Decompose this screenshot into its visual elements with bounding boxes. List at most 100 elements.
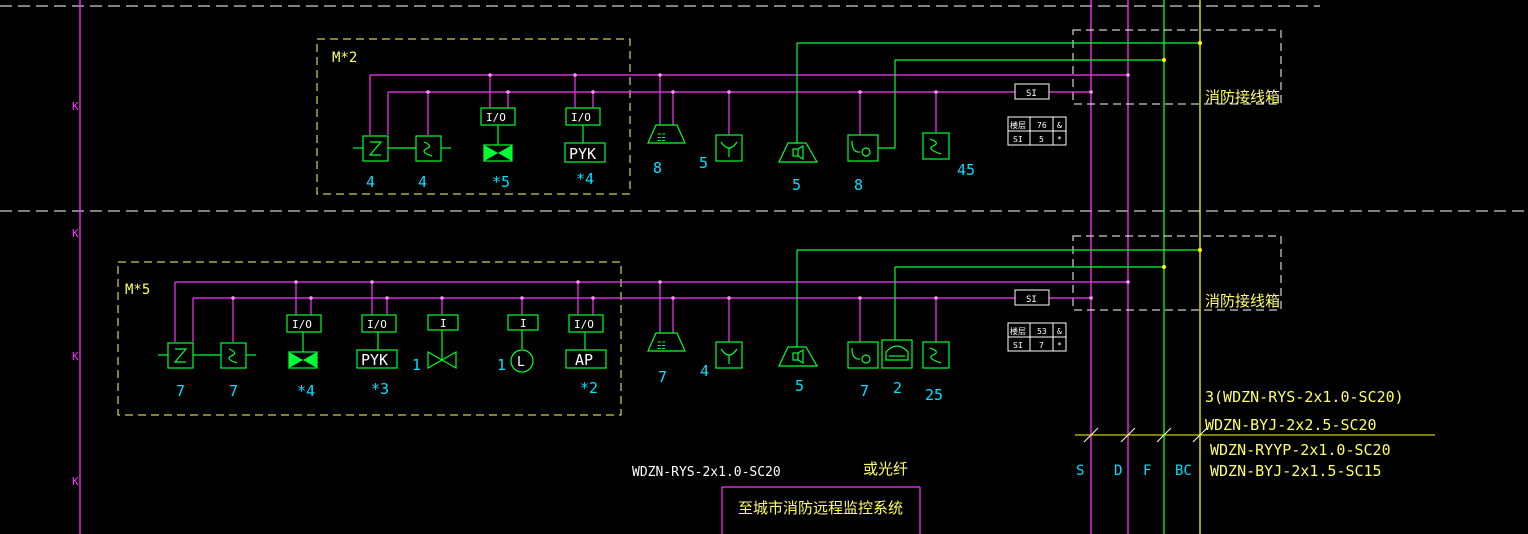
count-hydrant: 5 <box>699 154 708 172</box>
count-valve: *4 <box>297 382 315 400</box>
table-cell: 53 <box>1037 327 1047 336</box>
riser-mark: K <box>72 227 79 240</box>
input-module <box>507 314 539 331</box>
count-speaker: 5 <box>792 176 801 194</box>
cable-label-3: WDZN-RYYP-2x1.0-SC20 <box>1210 441 1391 459</box>
phone-jack-icon <box>847 341 879 369</box>
table-cell: & <box>1057 121 1062 130</box>
lower-floor: 消防接线箱 M*5 SI <box>117 235 1282 416</box>
floor-info-table <box>1007 116 1067 146</box>
svg-text:☷: ☷ <box>657 341 666 352</box>
table-cell: 76 <box>1037 121 1047 130</box>
si-label: SI <box>1026 89 1037 99</box>
count-smoke-a: 4 <box>366 173 375 191</box>
speaker-icon <box>778 142 819 163</box>
phone-jack-icon <box>847 134 879 162</box>
count-pyk: *4 <box>576 170 594 188</box>
module-group-label: M*5 <box>125 282 150 298</box>
count-flow-valve: 1 <box>412 356 421 374</box>
si-label: SI <box>1026 295 1037 305</box>
remote-cable-label: WDZN-RYS-2x1.0-SC20 <box>632 465 781 480</box>
count-fire-phone: 2 <box>893 379 902 397</box>
riser-mark: K <box>72 350 79 363</box>
count-heat: 25 <box>925 386 943 404</box>
flow-valve-icon <box>427 350 457 370</box>
count-smoke-b: 4 <box>418 173 427 191</box>
remote-destination-label: 至城市消防远程监控系统 <box>738 499 903 517</box>
pyk-device <box>564 142 606 163</box>
pyk-label: PYK <box>361 351 388 369</box>
junction-box-label: 消防接线箱 <box>1205 292 1280 310</box>
damper-valve-icon <box>483 144 513 162</box>
io-module <box>361 314 397 333</box>
count-speaker: 5 <box>795 377 804 395</box>
cable-label-2: WDZN-BYJ-2x2.5-SC20 <box>1205 416 1377 434</box>
smoke-detector-icon <box>158 342 221 369</box>
bus-label-d: D <box>1114 463 1122 479</box>
table-cell: * <box>1057 341 1062 350</box>
count-ap: *2 <box>580 379 598 397</box>
junction-box <box>1072 235 1282 311</box>
count-smoke-a: 7 <box>176 382 185 400</box>
module-group-box <box>316 38 631 195</box>
count-heat: 45 <box>957 161 975 179</box>
io-label: I/O <box>574 318 594 331</box>
smoke-detector-icon <box>220 342 256 369</box>
count-valve: *5 <box>492 173 510 191</box>
smoke-detector-icon <box>353 135 416 162</box>
speaker-icon <box>778 346 819 367</box>
pyk-label: PYK <box>569 145 596 163</box>
si-module <box>1014 289 1050 306</box>
riser-mark: K <box>72 100 79 113</box>
count-smoke-b: 7 <box>229 382 238 400</box>
table-cell: 楼层 <box>1010 120 1026 130</box>
count-phone: 8 <box>854 176 863 194</box>
bus-label-bc: BC <box>1175 463 1192 479</box>
remote-alt-label: 或光纤 <box>863 460 908 478</box>
io-module <box>568 314 604 333</box>
table-cell: * <box>1057 135 1062 144</box>
table-cell: SI <box>1013 135 1023 144</box>
heat-detector-icon <box>922 341 950 369</box>
junction-box-label: 消防接线箱 <box>1205 88 1280 106</box>
count-level: 1 <box>497 356 506 374</box>
pyk-device <box>356 349 398 369</box>
upper-floor: 消防接线箱 M*2 SI <box>316 29 1282 195</box>
input-label: I <box>440 317 447 330</box>
bus-label-f: F <box>1143 463 1151 479</box>
alarm-bell-icon: ☷ <box>647 332 686 352</box>
input-label: I <box>520 317 527 330</box>
cable-label-1: 3(WDZN-RYS-2x1.0-SC20) <box>1205 388 1404 406</box>
fire-telephone-icon <box>881 339 913 369</box>
bus-label-s: S <box>1076 463 1084 479</box>
io-label: I/O <box>486 111 506 124</box>
table-cell: 5 <box>1039 135 1044 144</box>
table-cell: 楼层 <box>1010 326 1026 336</box>
count-hydrant: 4 <box>700 362 709 380</box>
table-cell: & <box>1057 327 1062 336</box>
io-label: I/O <box>367 318 387 331</box>
svg-text:☷: ☷ <box>657 133 666 144</box>
count-pyk: *3 <box>371 380 389 398</box>
level-switch-icon <box>510 349 534 373</box>
hydrant-button-icon <box>715 134 743 162</box>
io-label: I/O <box>292 318 312 331</box>
count-alarm-bell: 7 <box>658 368 667 386</box>
io-label: I/O <box>571 111 591 124</box>
count-phone: 7 <box>860 382 869 400</box>
module-group-box <box>117 261 622 416</box>
io-module <box>286 314 322 333</box>
damper-valve-icon <box>288 351 318 369</box>
smoke-detector-icon <box>415 135 451 162</box>
junction-box <box>1072 29 1282 105</box>
heat-detector-icon <box>922 132 950 160</box>
input-module <box>427 314 459 331</box>
count-alarm-bell: 8 <box>653 159 662 177</box>
floor-dividers <box>0 5 1528 212</box>
left-riser: K K K K <box>72 0 81 534</box>
si-module <box>1014 83 1050 100</box>
ap-device <box>565 349 607 369</box>
remote-monitoring-link: WDZN-RYS-2x1.0-SC20 或光纤 至城市消防远程监控系统 <box>632 460 921 534</box>
